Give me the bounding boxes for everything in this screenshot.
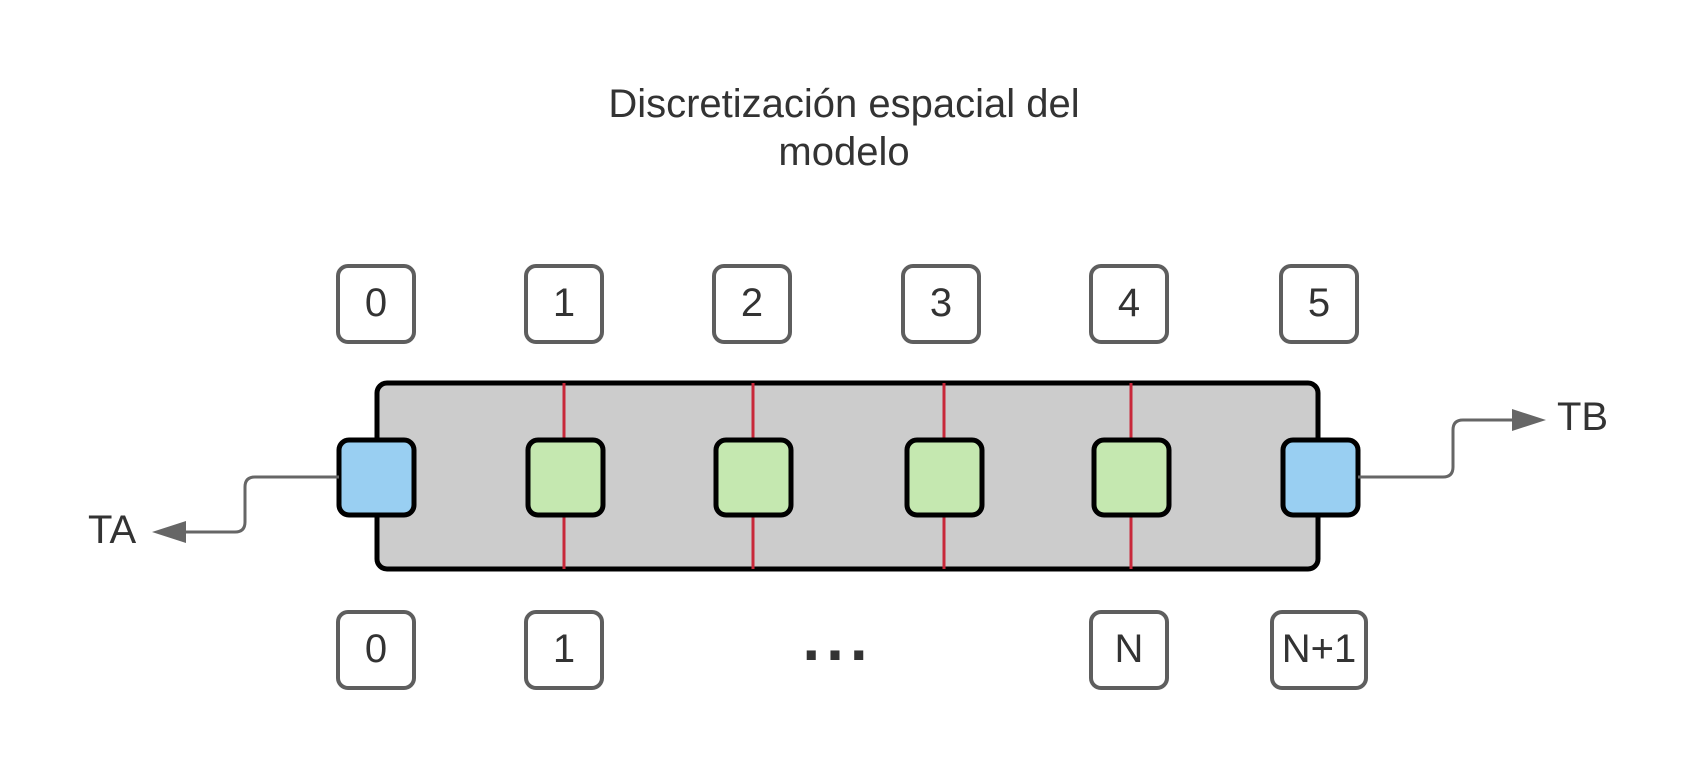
right-output-connector: TB [1358,395,1608,479]
svg-text:0: 0 [365,627,387,671]
diagram-title-line-1: Discretización espacial del [608,82,1080,126]
svg-text:N: N [1115,627,1144,671]
nodes [336,437,1361,518]
top-label-5: 5 [1279,264,1359,344]
output-label-tb: TB [1557,395,1608,439]
top-index-labels: 0 1 2 3 4 5 [336,264,1359,344]
top-label-1: 1 [524,264,604,344]
svg-text:3: 3 [930,281,952,325]
interior-node [525,437,606,518]
ellipsis: ... [802,602,873,674]
bottom-label-n-plus-1: N+1 [1270,610,1368,690]
svg-text:1: 1 [553,627,575,671]
bottom-label-0: 0 [336,610,416,690]
bottom-index-labels: 0 1 N N+1 [336,610,1368,690]
svg-text:5: 5 [1308,281,1330,325]
output-label-ta: TA [88,508,136,552]
top-label-3: 3 [901,264,981,344]
svg-text:1: 1 [553,281,575,325]
interior-node [1091,437,1172,518]
interior-node [904,437,985,518]
top-label-2: 2 [712,264,792,344]
arrow-right-icon [1512,409,1546,431]
diagram-title-line-2: modelo [778,130,910,174]
svg-text:4: 4 [1118,281,1140,325]
interior-node [713,437,794,518]
left-output-connector: TA [88,475,339,552]
domain-bar [374,380,1321,572]
arrow-left-icon [152,521,186,543]
boundary-node-left [336,437,417,518]
top-label-0: 0 [336,264,416,344]
top-label-4: 4 [1089,264,1169,344]
svg-text:0: 0 [365,281,387,325]
svg-text:2: 2 [741,281,763,325]
svg-text:N+1: N+1 [1282,627,1357,671]
boundary-node-right [1280,437,1361,518]
bottom-label-n: N [1089,610,1169,690]
bottom-label-1: 1 [524,610,604,690]
